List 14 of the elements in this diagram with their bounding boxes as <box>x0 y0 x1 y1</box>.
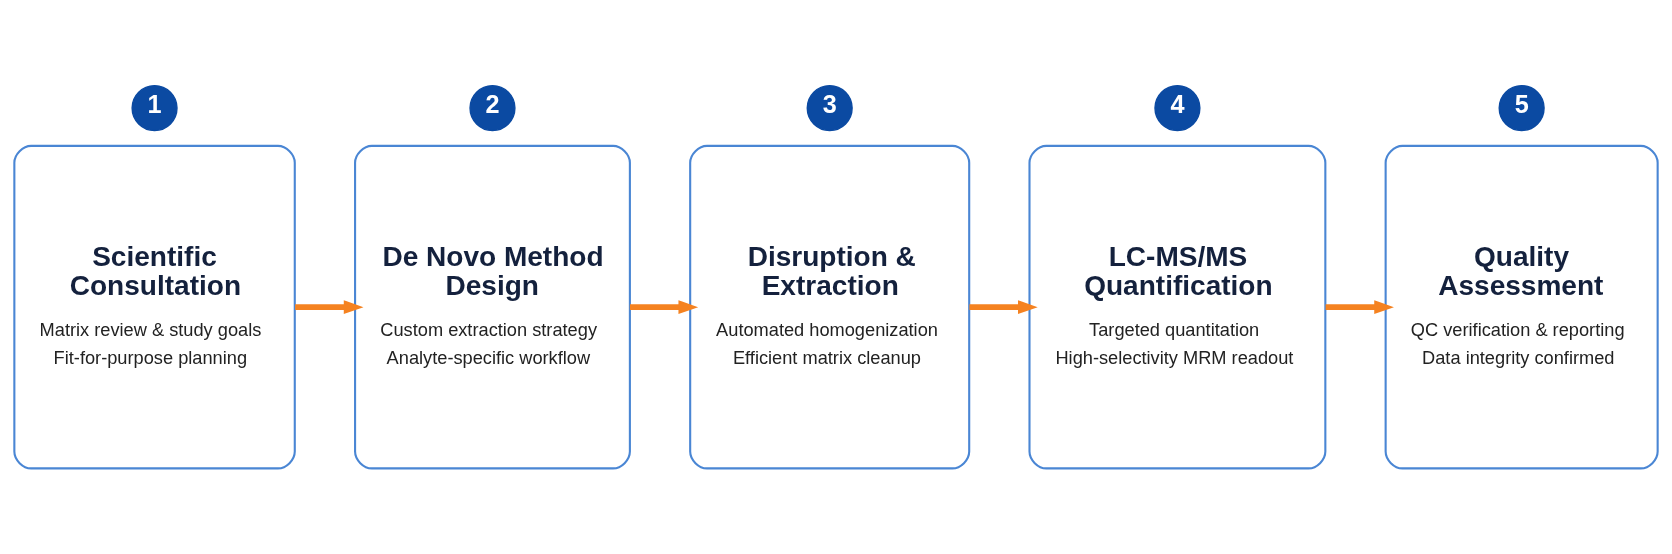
node-box: De Novo Method Design Custom extraction strategy Analyte-specific workflow <box>354 144 631 470</box>
node-box: Scientific Consultation Matrix review & study goals Fit-for-purpose planning <box>13 144 296 470</box>
node-circle: 3 <box>806 84 853 132</box>
arrow <box>1325 300 1394 315</box>
node-circle: 4 <box>1154 84 1201 132</box>
node-box: Disruption & Extraction Automated homogenization Efficient matrix cleanup <box>689 144 971 470</box>
node-circle: 1 <box>131 84 178 132</box>
node-box: LC-MS/MS Quantification Targeted quantitation High-selectivity MRM readout <box>1028 144 1327 470</box>
arrow <box>629 300 699 315</box>
arrow <box>969 300 1038 315</box>
arrow <box>295 300 364 315</box>
node-circle: 5 <box>1498 84 1545 132</box>
node-box: Quality Assessment QC verification & reporting Data integrity confirmed <box>1384 144 1659 470</box>
node-circle: 2 <box>469 84 516 132</box>
